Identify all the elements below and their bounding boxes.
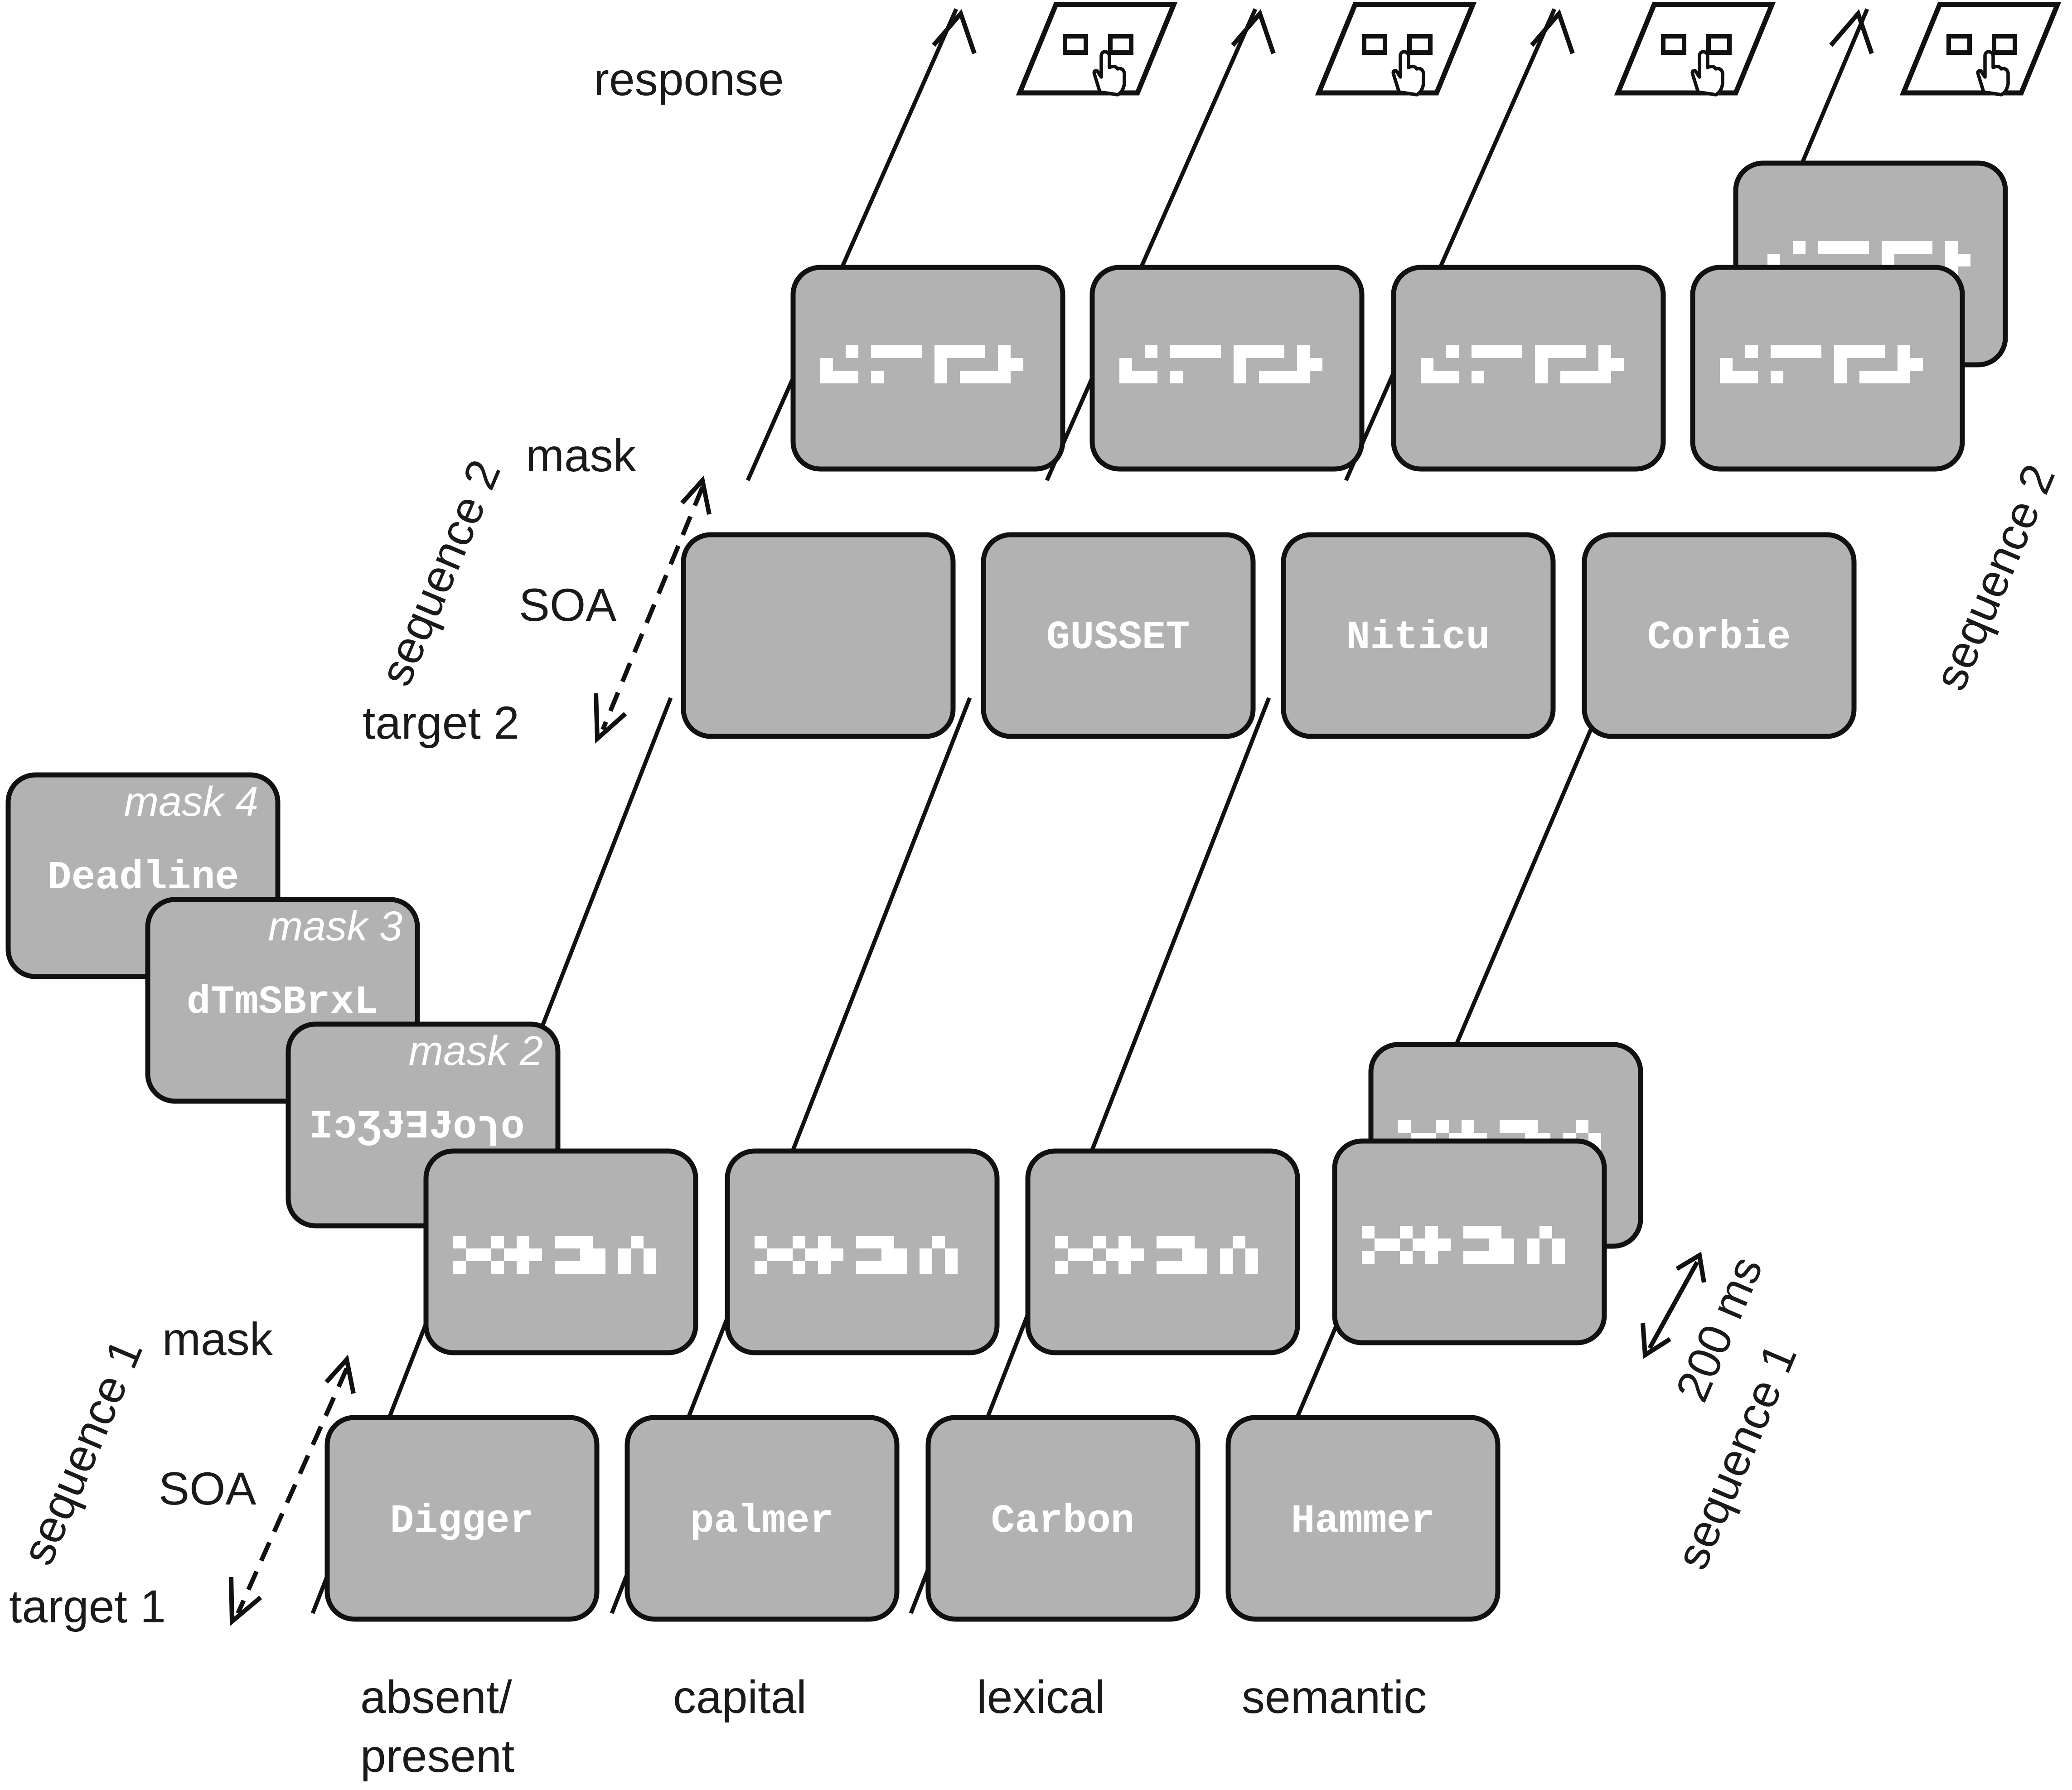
- seq1-mask-label: mask: [162, 1313, 273, 1365]
- seq1-mask-box: [725, 1148, 1000, 1355]
- seq1-sequence-label: sequence 1: [11, 1332, 152, 1572]
- seq1-masks: [423, 1138, 1607, 1355]
- seq2-sequence-label: sequence 2: [369, 453, 510, 693]
- keypad-icon: [1016, 2, 1178, 95]
- mask-card-label: mask 2: [408, 1028, 543, 1074]
- mask-card-label: mask 3: [268, 903, 402, 949]
- seq2-target-label: target 2: [363, 697, 519, 749]
- mask-card-word: Deadline: [48, 856, 239, 900]
- keypad-icon: [1614, 2, 1776, 95]
- seq2-target-box: [681, 532, 956, 739]
- seq1-target-word: Hammer: [1291, 1499, 1435, 1544]
- seq2-mask-box: [1391, 265, 1666, 472]
- seq1-target-box: Digger: [324, 1415, 600, 1622]
- seq2-soa-label: SOA: [519, 579, 616, 631]
- seq2-target-box: Corbie: [1582, 532, 1857, 739]
- connector-lines: [310, 8, 1869, 1614]
- condition-label-lexical: lexical: [977, 1671, 1105, 1723]
- seq1-target-word: Digger: [390, 1499, 534, 1544]
- seq2-mask-box: [1089, 265, 1365, 472]
- seq2-target-box: GUSSET: [981, 532, 1256, 739]
- seq2-targets: GUSSET Niticu Corbie: [681, 532, 1857, 739]
- seq2-mask-box: [790, 265, 1065, 472]
- seq1-mask-box: [423, 1148, 698, 1355]
- seq2-masks: [790, 265, 1965, 472]
- seq1-mask-box: [1025, 1148, 1300, 1355]
- condition-label-absent: absent/: [360, 1671, 512, 1723]
- mask-card-word: dTmSBrxL: [187, 980, 378, 1025]
- mask-stack: mask 4 Deadline mask 3 dTmSBrxL mask 2 Ɩ…: [5, 772, 561, 1229]
- mask-card-label: mask 4: [124, 779, 258, 825]
- seq1-target-word: palmer: [690, 1499, 834, 1544]
- seq1-target-box: Carbon: [925, 1415, 1201, 1622]
- duration-arrow: [1641, 1251, 1706, 1359]
- response-keypads: [1016, 2, 2062, 95]
- seq1-target-label: target 1: [9, 1581, 166, 1632]
- response-label: response: [594, 53, 784, 105]
- seq1-target-box: Hammer: [1225, 1415, 1501, 1622]
- response-arrows: [932, 9, 1874, 54]
- seq1-soa-label: SOA: [159, 1463, 256, 1514]
- condition-label-semantic: semantic: [1242, 1671, 1427, 1723]
- seq1-target-word: Carbon: [991, 1499, 1135, 1544]
- keypad-icon: [1315, 2, 1477, 95]
- seq1-mask-box: [1332, 1138, 1607, 1345]
- seq2-mask-box: [1690, 265, 1965, 472]
- seq1-target-box: palmer: [625, 1415, 900, 1622]
- soa-arrow-seq1: [229, 1355, 356, 1626]
- seq2-sequence-label-right: sequence 2: [1924, 457, 2065, 697]
- seq1-targets: Digger palmer Carbon Hammer: [324, 1415, 1501, 1622]
- seq2-target-word: Niticu: [1346, 615, 1490, 660]
- seq2-target-word: Corbie: [1647, 615, 1791, 660]
- seq2-target-box: Niticu: [1281, 532, 1556, 739]
- condition-label-capital: capital: [673, 1671, 807, 1723]
- condition-label-present: present: [360, 1730, 514, 1782]
- seq2-target-word: GUSSET: [1046, 615, 1190, 660]
- soa-arrow-seq2: [594, 475, 712, 744]
- seq2-mask-label: mask: [526, 430, 637, 481]
- mask-card-word: ƖɔƷɈƎɈoɿo: [309, 1105, 524, 1150]
- keypad-icon: [1899, 2, 2062, 95]
